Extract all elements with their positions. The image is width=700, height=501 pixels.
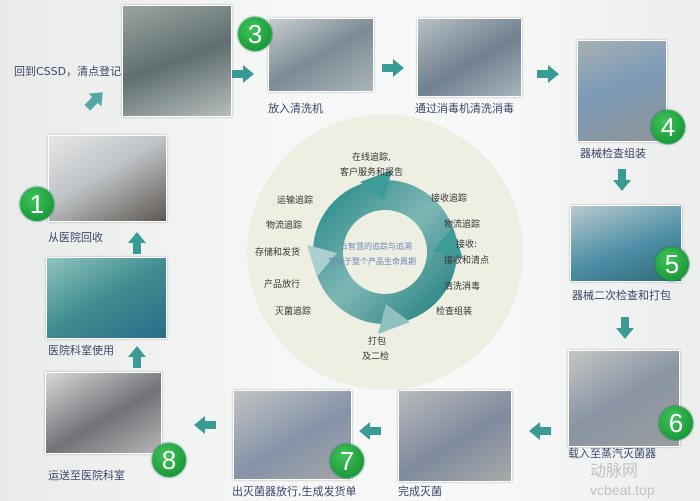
- step-badge-4: 4: [651, 110, 685, 144]
- step-label-2: 回到CSSD，清点登记: [14, 65, 122, 78]
- step-badge-7: 7: [330, 444, 364, 478]
- cycle-left-5: 灭菌追踪: [275, 307, 312, 317]
- cycle-center-2: 贯穿于整个产品生命周期: [328, 257, 416, 266]
- cycle-left-4: 产品放行: [264, 280, 301, 290]
- cycle-right-4: 接收和清点: [444, 256, 490, 266]
- photo-sterilization-done: [398, 390, 512, 482]
- step-label-5: 器械二次检查和打包: [572, 289, 671, 302]
- cycle-top-1: 在线追踪,: [352, 153, 391, 163]
- arrow-down-icon: [616, 317, 634, 339]
- step-label-6: 载入至蒸汽灭菌器: [568, 447, 656, 460]
- arrow-left-icon: [359, 422, 381, 440]
- step-badge-6: 6: [659, 406, 693, 440]
- arrow-left-icon: [529, 422, 551, 440]
- arrow-down-icon: [613, 169, 631, 191]
- photo-hospital-collection: [48, 135, 167, 222]
- cycle-bottom-2: 及二检: [362, 352, 390, 362]
- watermark-brand: 动脉网: [590, 463, 639, 480]
- step-label-3b: 通过消毒机清洗消毒: [415, 102, 514, 115]
- cycle-top-2: 客户服务和报告: [340, 168, 404, 178]
- step-badge-5: 5: [655, 247, 689, 281]
- cycle-left-3: 存储和发货: [255, 248, 301, 258]
- cycle-right-2: 物流追踪: [444, 220, 481, 230]
- cycle-left-2: 物流追踪: [266, 221, 303, 231]
- step-label-8: 运送至医院科室: [48, 469, 125, 482]
- photo-transport: [45, 372, 162, 454]
- arrow-up-icon: [128, 346, 146, 368]
- photo-cssd-registration: [122, 5, 232, 117]
- arrow-right-icon: [382, 59, 404, 77]
- lifecycle-circle: [247, 114, 523, 390]
- cycle-right-6: 检查组装: [436, 307, 473, 317]
- watermark: 动脉网 vcbeat.top: [590, 463, 655, 499]
- step-label-6b: 完成灭菌: [398, 485, 442, 498]
- cycle-right-1: 接收追踪: [431, 194, 468, 204]
- arrow-left-icon: [194, 416, 216, 434]
- cycle-left-1: 运输追踪: [277, 196, 314, 206]
- step-badge-8: 8: [152, 443, 186, 477]
- arrow-up-icon: [128, 232, 146, 254]
- step-label-4: 器械检查组装: [580, 147, 646, 160]
- step-badge-3: 3: [238, 17, 272, 51]
- watermark-url: vcbeat.top: [590, 482, 655, 498]
- step-label-1: 从医院回收: [48, 231, 103, 244]
- arrow-right-icon: [232, 65, 254, 83]
- photo-hospital-use: [46, 257, 167, 339]
- step-badge-1: 1: [20, 187, 54, 221]
- step-label-9: 医院科室使用: [48, 344, 114, 357]
- cycle-center-1: 云智慧的追踪与追溯: [340, 242, 412, 251]
- cycle-bottom-1: 打包: [368, 337, 387, 347]
- cycle-right-5: 清洗消毒: [444, 282, 481, 292]
- step-label-7: 出灭菌器放行,生成发货单: [232, 485, 357, 498]
- arrow-right-icon: [537, 65, 559, 83]
- arrow-up-right-icon: [81, 86, 109, 114]
- photo-disinfector: [417, 18, 522, 97]
- photo-washer-loading: [268, 18, 374, 92]
- step-label-3: 放入清洗机: [268, 102, 323, 115]
- cycle-right-3: 接收:: [456, 240, 478, 250]
